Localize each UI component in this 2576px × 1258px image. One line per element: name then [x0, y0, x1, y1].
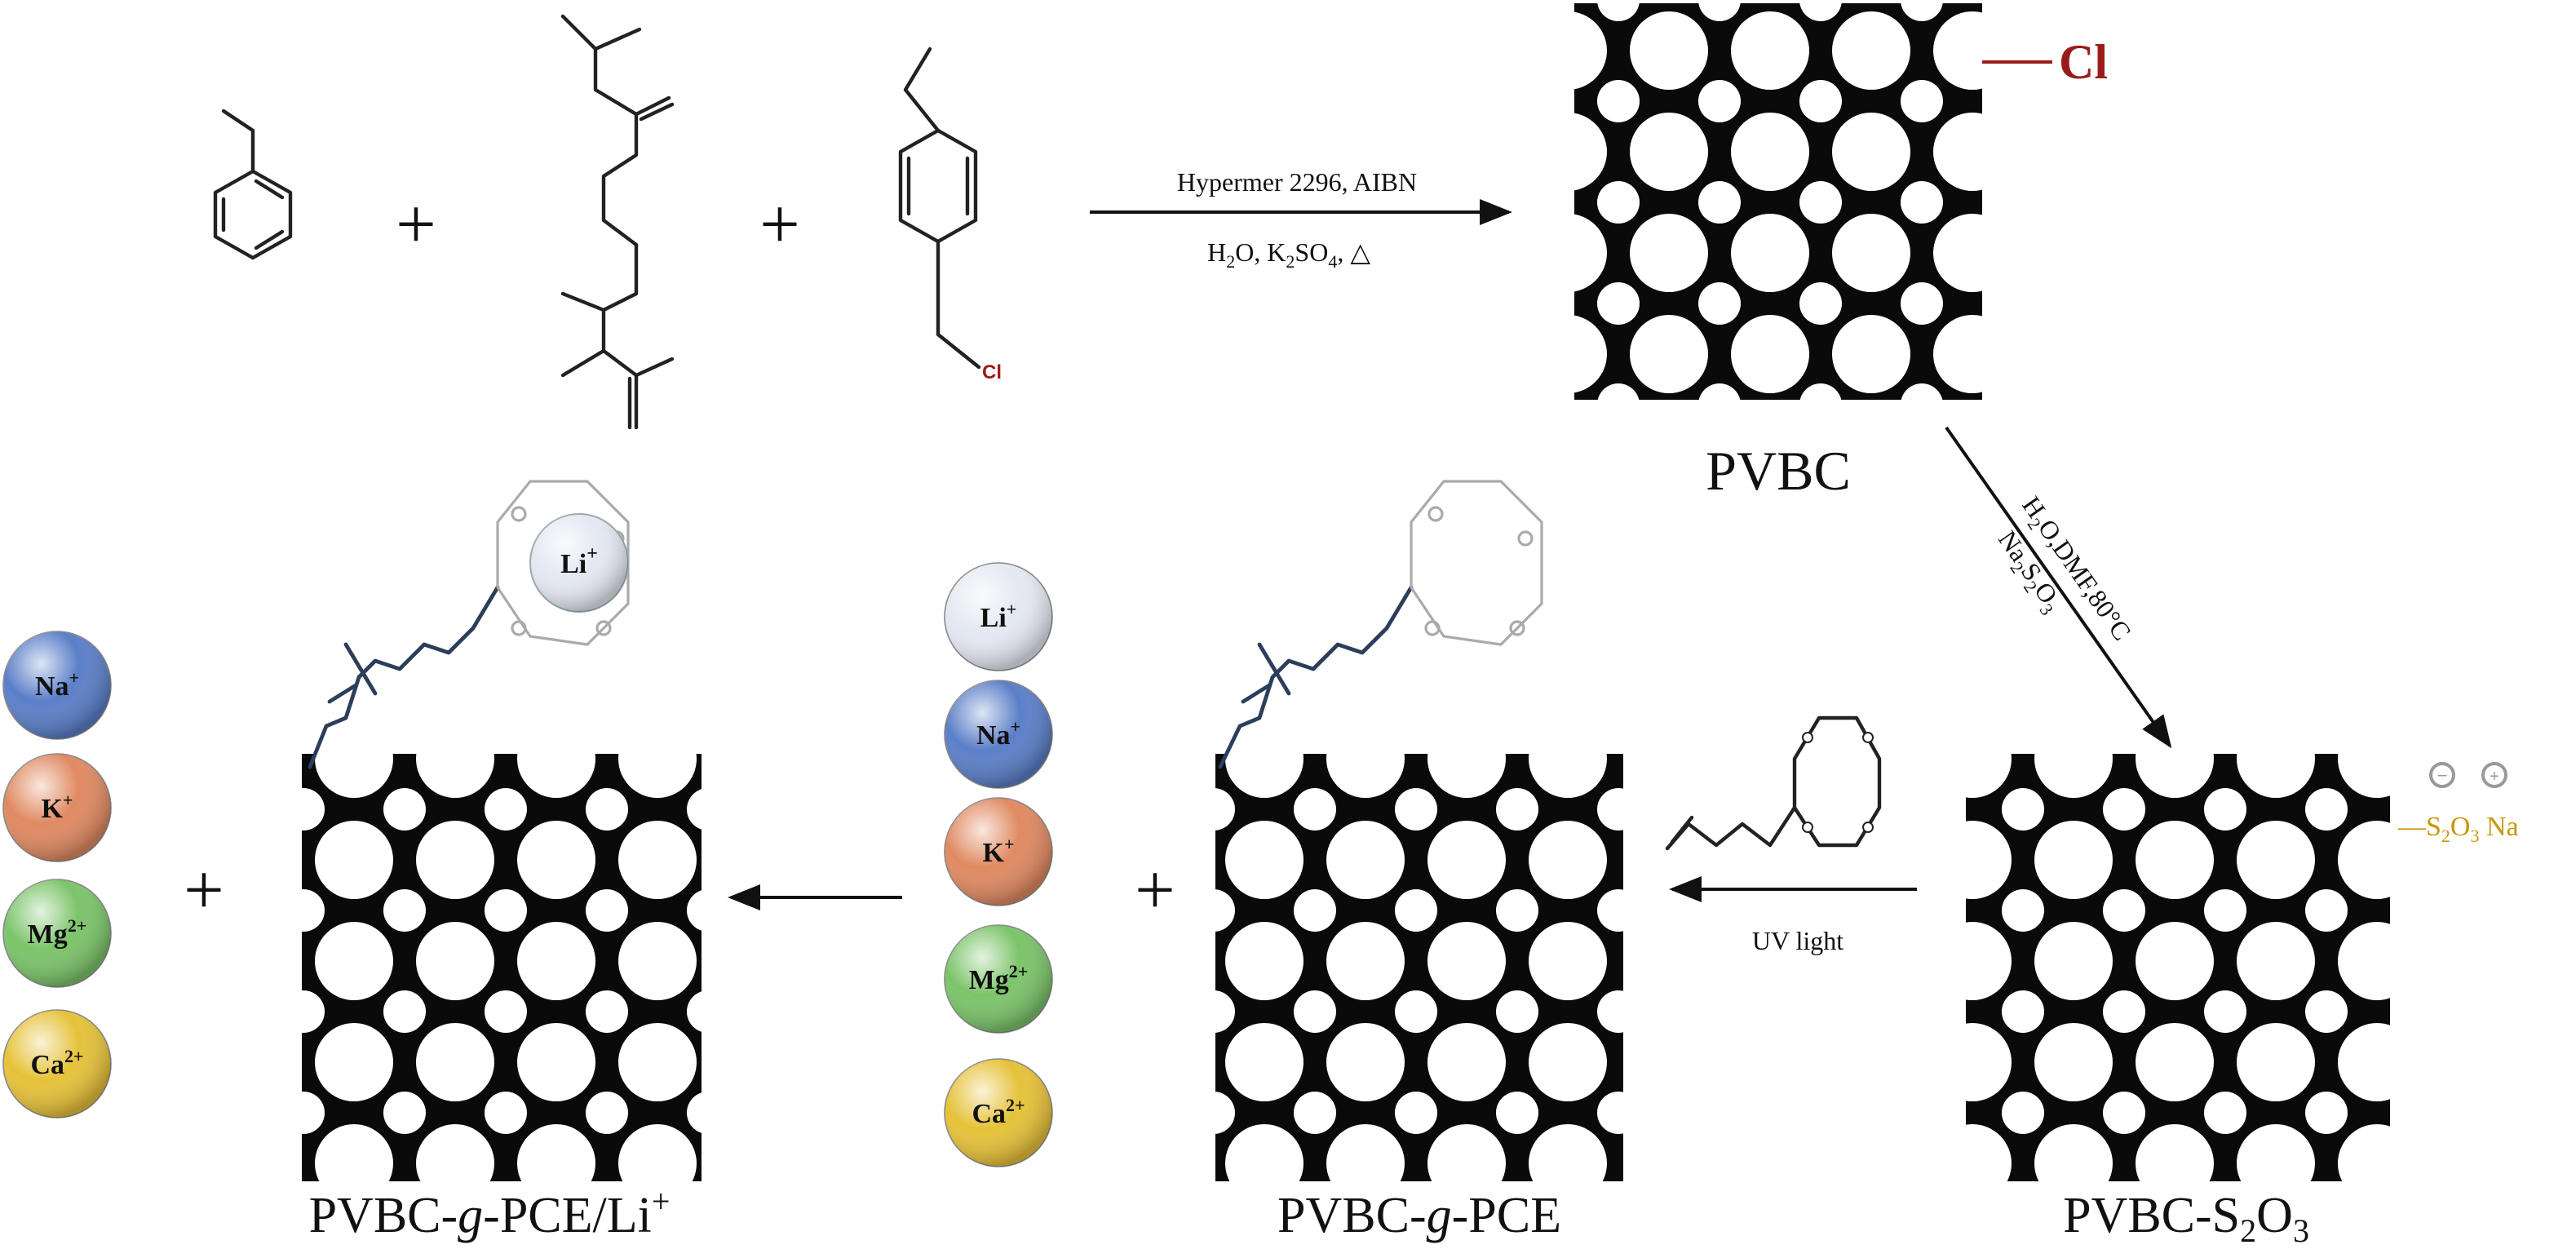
positive-charge-symbol: + [2490, 768, 2499, 786]
chlorine-atom-label: Cl [982, 361, 1002, 383]
ion-sphere-k: K+ [2, 753, 112, 862]
pvbc-g-pce-label: PVBC-g-PCE [1277, 1188, 1561, 1243]
pvbc-g-pce-li-framework-image: Li+ [302, 480, 702, 1181]
reaction-arrow-sulfonation [1945, 426, 2172, 749]
pvbc-g-pce-li-label: PVBC-g-PCE/Li+ [309, 1183, 671, 1243]
plus-sign: + [1135, 851, 1175, 930]
left-ion-column: Na+ K+ Mg2+ Ca2+ [2, 631, 112, 1118]
uv-light-label: UV light [1752, 926, 1843, 955]
chlorine-tag-label: Cl [2059, 35, 2108, 89]
ion-label: Mg2+ [969, 961, 1029, 995]
pvbc-s2o3-framework-image [1966, 754, 2390, 1181]
ion-sphere-na: Na+ [2, 631, 112, 740]
ion-sphere-na: Na+ [944, 680, 1053, 789]
styrene-structure [213, 109, 293, 260]
ion-label: Ca2+ [30, 1046, 83, 1080]
ion-sphere-ca: Ca2+ [2, 1009, 112, 1118]
pvbc-label: PVBC [1706, 440, 1851, 502]
plus-sign: + [184, 851, 224, 930]
ion-label: K+ [42, 790, 73, 824]
ion-sphere-ca: Ca2+ [944, 1058, 1053, 1167]
pvbc-s2o3-label: PVBC-S2O3 [2063, 1188, 2309, 1249]
middle-ion-column: Li+ Na+ K+ Mg2+ Ca2+ [944, 562, 1053, 1167]
ion-label: Mg2+ [28, 915, 87, 950]
positive-charge-icon [2481, 762, 2507, 788]
polymerization-conditions-above: Hypermer 2296, AIBN [1177, 167, 1417, 197]
plus-sign: + [396, 185, 436, 264]
ion-label: Ca2+ [972, 1095, 1025, 1129]
polymerization-conditions-below: H2O, K2SO4, △ [1207, 237, 1370, 272]
ion-sphere-li: Li+ [944, 562, 1053, 671]
ion-sphere-k: K+ [944, 797, 1053, 906]
dimethacrylate-structure [560, 14, 675, 430]
ion-label: Na+ [976, 716, 1020, 751]
pvbc-g-pce-framework-image [1215, 480, 1623, 1181]
ion-label: K+ [983, 834, 1015, 868]
pvbc-framework-image [1574, 3, 1982, 400]
ion-label: Na+ [35, 667, 79, 702]
thiosulfate-tag-label: —S2O3 Na [2397, 812, 2519, 846]
allyl-crown-ether-structure [1665, 715, 1882, 851]
negative-charge-icon [2429, 762, 2455, 788]
plus-sign: + [759, 185, 800, 264]
negative-charge-symbol: − [2437, 765, 2448, 786]
ion-label: Li+ [980, 599, 1017, 633]
ion-sphere-mg: Mg2+ [944, 924, 1053, 1034]
complexed-lithium-label: Li+ [560, 543, 598, 579]
ion-sphere-mg: Mg2+ [2, 879, 112, 988]
vinylbenzyl-chloride-structure: Cl [898, 47, 1002, 383]
